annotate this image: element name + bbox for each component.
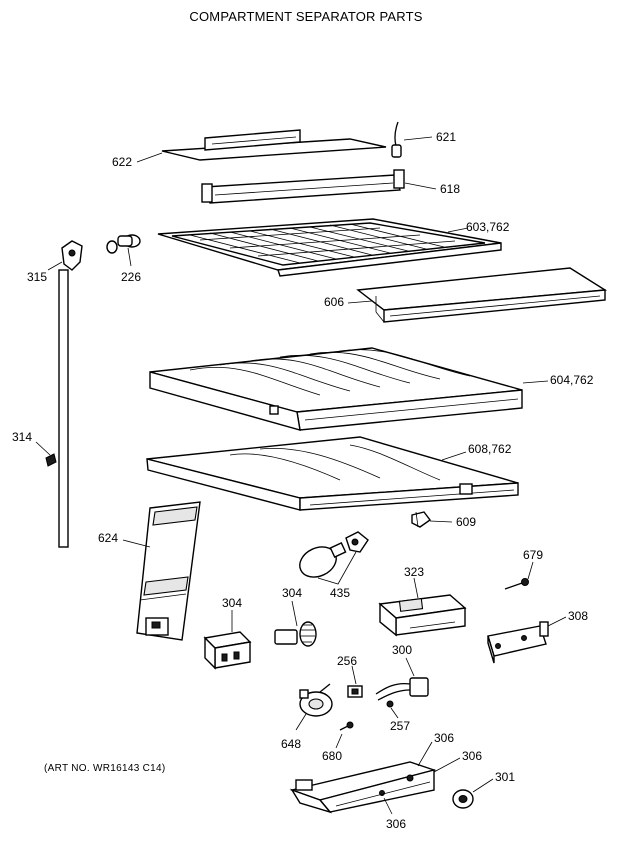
label-304-right: 304 [282, 586, 302, 600]
part-306-housing [289, 761, 437, 814]
leader-680 [335, 733, 343, 749]
part-315-rod-assembly [58, 240, 83, 548]
label-304-left: 304 [222, 596, 242, 610]
part-609-clip [411, 511, 431, 528]
leader-604 [522, 380, 549, 384]
leader-608 [441, 451, 467, 461]
part-323-control-box [378, 594, 467, 637]
label-300: 300 [392, 643, 412, 657]
part-603-shelf [157, 218, 502, 277]
label-257: 257 [390, 719, 410, 733]
leader-257 [390, 707, 399, 719]
leader-306b [433, 757, 461, 773]
label-308: 308 [568, 609, 588, 623]
label-609: 609 [456, 515, 476, 529]
leader-256 [351, 665, 357, 685]
leader-624 [122, 539, 151, 548]
label-648: 648 [281, 737, 301, 751]
part-606-trim [356, 267, 608, 323]
label-301: 301 [495, 770, 515, 784]
leader-323 [413, 577, 419, 599]
part-624-panel [136, 501, 201, 641]
part-308-bracket [487, 621, 549, 664]
label-606: 606 [324, 295, 344, 309]
label-226: 226 [121, 270, 141, 284]
leader-621 [403, 136, 433, 141]
part-314-clip [45, 453, 57, 467]
art-number: (ART NO. WR16143 C14) [44, 763, 166, 774]
part-435-lamp [299, 531, 369, 578]
part-679-screw [504, 578, 529, 590]
label-603-762: 603,762 [466, 220, 510, 234]
leader-622 [136, 152, 163, 163]
label-608-762: 608,762 [468, 442, 512, 456]
leader-308 [547, 616, 567, 627]
label-306-top: 306 [434, 731, 454, 745]
leader-435 [317, 551, 357, 585]
part-618-bracket [201, 169, 405, 204]
part-304-terminal-block [203, 631, 252, 670]
label-256: 256 [337, 654, 357, 668]
part-256-switch [347, 685, 363, 698]
leader-314 [35, 441, 51, 456]
leader-315 [47, 261, 63, 271]
leader-648 [295, 713, 307, 731]
leader-226 [127, 247, 132, 267]
leader-603 [447, 227, 469, 233]
label-306-bottom: 306 [386, 817, 406, 831]
part-301-knob [452, 789, 474, 809]
part-226-cap [106, 234, 141, 254]
label-679: 679 [523, 548, 543, 562]
label-314: 314 [12, 430, 32, 444]
leader-306c [383, 797, 393, 815]
part-304-thermostat [274, 621, 317, 647]
part-680-screw [339, 721, 354, 731]
label-604-762: 604,762 [550, 373, 594, 387]
part-257-screw [386, 700, 394, 708]
leader-679 [527, 561, 534, 580]
label-435: 435 [330, 586, 350, 600]
label-306-right: 306 [462, 749, 482, 763]
label-618: 618 [440, 182, 460, 196]
label-624: 624 [98, 531, 118, 545]
part-300-connector [375, 677, 429, 701]
part-621-clip [391, 121, 402, 158]
leader-300 [405, 657, 415, 677]
label-315: 315 [27, 270, 47, 284]
label-622: 622 [112, 155, 132, 169]
part-622-cover [161, 129, 387, 161]
part-604-separator [149, 347, 523, 431]
label-621: 621 [436, 130, 456, 144]
label-323: 323 [404, 565, 424, 579]
leader-306a [417, 741, 433, 767]
part-608-separator [146, 436, 519, 511]
part-648-damper [299, 683, 333, 717]
leader-609 [429, 520, 453, 523]
leader-606 [347, 300, 373, 304]
leader-618 [404, 182, 437, 190]
label-680: 680 [322, 749, 342, 763]
leader-304b [291, 600, 298, 627]
leader-301 [472, 778, 494, 793]
diagram-title: COMPARTMENT SEPARATOR PARTS [189, 9, 423, 24]
